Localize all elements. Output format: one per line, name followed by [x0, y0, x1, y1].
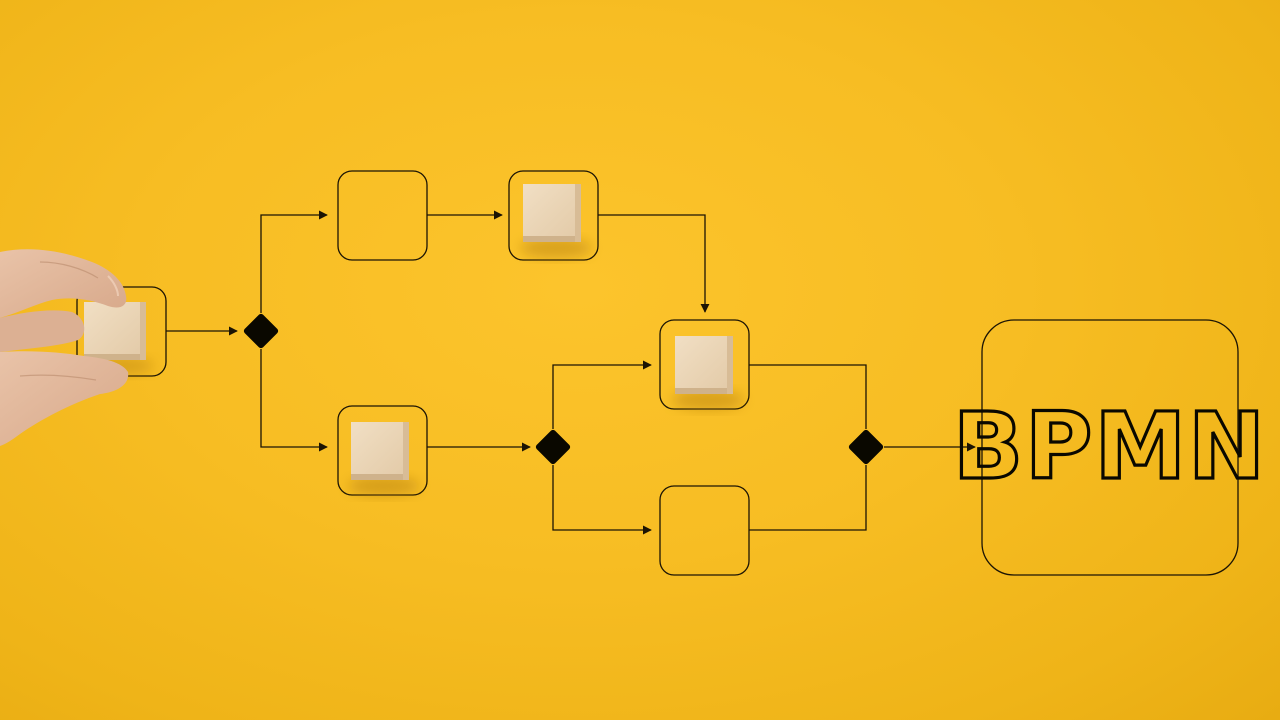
gateway-split-1 [243, 313, 279, 349]
hand [0, 249, 129, 446]
connector-lines [166, 210, 976, 535]
end-event-box: BPMN [951, 319, 1267, 576]
gateway-merge [848, 429, 884, 465]
wooden-block-middle [672, 336, 744, 410]
wooden-block-lower [348, 422, 420, 496]
task-frame-upper-empty [337, 170, 428, 261]
gateway-split-2 [535, 429, 571, 465]
wooden-block-upper [520, 184, 592, 258]
task-frame-upper-block [508, 170, 599, 261]
task-frame-lower-empty [659, 485, 750, 576]
bpmn-label: BPMN [953, 393, 1267, 500]
